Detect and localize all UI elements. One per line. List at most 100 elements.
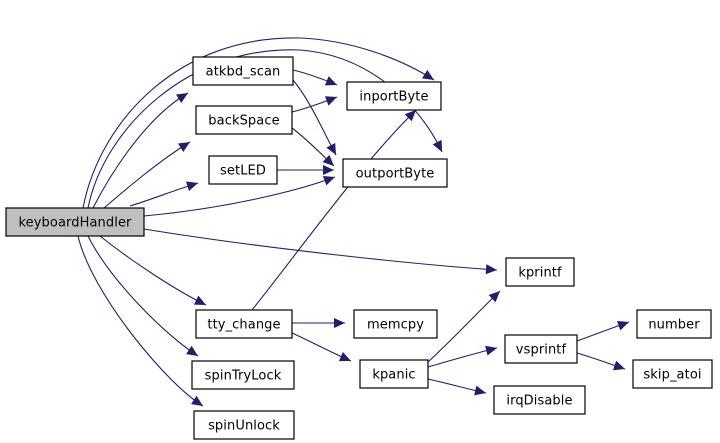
edge-keyboardHandler-to-kprintf bbox=[143, 228, 498, 275]
edge-vsprintf-to-number bbox=[576, 320, 630, 342]
arrow-head-icon bbox=[193, 295, 206, 305]
edge-keyboardHandler-to-setLED bbox=[129, 181, 199, 207]
node-label: spinUnlock bbox=[208, 419, 280, 434]
node-box[interactable] bbox=[208, 155, 278, 185]
node-setLED[interactable]: setLED bbox=[208, 155, 278, 185]
arrow-head-icon bbox=[488, 291, 500, 303]
arrow-head-icon bbox=[323, 165, 334, 175]
edge-backSpace-to-outportByte bbox=[291, 127, 335, 167]
edge-vsprintf-to-skip_atoi bbox=[576, 352, 626, 371]
arrow-head-icon bbox=[334, 318, 345, 328]
edge-tty_change-to-kpanic bbox=[291, 332, 352, 362]
node-label: memcpy bbox=[367, 318, 424, 333]
node-vsprintf[interactable]: vsprintf bbox=[504, 334, 578, 364]
arrow-head-icon bbox=[474, 385, 486, 396]
node-spinTryLock[interactable]: spinTryLock bbox=[191, 360, 295, 390]
arrow-head-icon bbox=[485, 264, 497, 275]
node-box[interactable] bbox=[353, 309, 438, 339]
edge-kpanic-to-vsprintf bbox=[427, 345, 498, 368]
arrow-head-icon bbox=[322, 154, 334, 166]
edge-setLED-to-outportByte bbox=[277, 165, 334, 175]
edge-line bbox=[103, 141, 191, 209]
arrow-head-icon bbox=[324, 96, 337, 106]
edge-keyboardHandler-to-spinUnlock bbox=[77, 235, 204, 407]
arrow-head-icon bbox=[338, 352, 351, 362]
arrow-head-icon bbox=[485, 345, 497, 356]
node-spinUnlock[interactable]: spinUnlock bbox=[193, 410, 295, 440]
node-label: tty_change bbox=[207, 318, 280, 333]
edge-line bbox=[143, 176, 336, 217]
node-box[interactable] bbox=[195, 105, 293, 135]
arrow-head-icon bbox=[612, 360, 625, 371]
arrow-head-icon bbox=[186, 345, 198, 356]
node-box[interactable] bbox=[5, 207, 145, 237]
arrow-head-icon bbox=[322, 176, 335, 186]
node-label: kprintf bbox=[518, 266, 562, 281]
edge-keyboardHandler-to-backSpace bbox=[103, 141, 191, 209]
edge-keyboardHandler-to-inportByte bbox=[82, 37, 435, 209]
arrow-head-icon bbox=[186, 181, 198, 192]
node-box[interactable] bbox=[346, 81, 442, 111]
edge-line bbox=[87, 235, 199, 357]
node-outportByte[interactable]: outportByte bbox=[342, 158, 448, 188]
edge-line bbox=[82, 37, 435, 209]
edge-keyboardHandler-to-tty_change bbox=[99, 235, 207, 306]
node-label: number bbox=[648, 318, 700, 333]
edge-keyboardHandler-to-outportByte bbox=[143, 176, 336, 217]
nodes-layer: keyboardHandler atkbd_scan backSpace setLED… bbox=[5, 56, 713, 440]
arrow-head-icon bbox=[176, 93, 188, 104]
node-label: skip_atoi bbox=[643, 368, 701, 383]
node-kpanic[interactable]: kpanic bbox=[359, 359, 429, 389]
node-keyboardHandler[interactable]: keyboardHandler bbox=[5, 207, 145, 237]
node-irqDisable[interactable]: irqDisable bbox=[493, 385, 586, 415]
node-box[interactable] bbox=[636, 309, 712, 339]
arrow-head-icon bbox=[191, 395, 203, 406]
arrow-head-icon bbox=[324, 76, 337, 86]
edge-backSpace-to-inportByte bbox=[291, 96, 338, 113]
node-label: spinTryLock bbox=[205, 369, 282, 384]
arrow-head-icon bbox=[432, 139, 442, 152]
edge-tty_change-to-inportByte bbox=[251, 109, 417, 311]
node-number[interactable]: number bbox=[636, 309, 712, 339]
node-box[interactable] bbox=[632, 359, 713, 389]
node-inportByte[interactable]: inportByte bbox=[346, 81, 442, 111]
node-box[interactable] bbox=[505, 257, 575, 287]
node-box[interactable] bbox=[359, 359, 429, 389]
node-box[interactable] bbox=[342, 158, 448, 188]
node-label: inportByte bbox=[359, 90, 428, 105]
edge-atkbd_scan-to-outportByte bbox=[292, 79, 337, 156]
node-label: backSpace bbox=[208, 114, 279, 129]
edge-line bbox=[251, 109, 417, 311]
edge-tty_change-to-memcpy bbox=[292, 318, 345, 328]
edge-kpanic-to-kprintf bbox=[427, 290, 501, 363]
arrow-head-icon bbox=[616, 320, 629, 331]
node-label: atkbd_scan bbox=[206, 65, 281, 80]
node-label: outportByte bbox=[356, 167, 435, 182]
node-label: keyboardHandler bbox=[19, 216, 133, 231]
node-box[interactable] bbox=[192, 56, 294, 86]
arrow-head-icon bbox=[404, 110, 416, 122]
node-tty_change[interactable]: tty_change bbox=[195, 309, 293, 339]
node-box[interactable] bbox=[504, 334, 578, 364]
node-memcpy[interactable]: memcpy bbox=[353, 309, 438, 339]
edge-keyboardHandler-to-atkbd_scan bbox=[92, 92, 189, 209]
edge-keyboardHandler-to-spinTryLock bbox=[87, 235, 199, 357]
node-label: irqDisable bbox=[506, 394, 572, 409]
node-box[interactable] bbox=[195, 309, 293, 339]
edge-atkbd_scan-to-inportByte bbox=[292, 69, 338, 86]
node-box[interactable] bbox=[493, 385, 586, 415]
node-skip_atoi[interactable]: skip_atoi bbox=[632, 359, 713, 389]
node-box[interactable] bbox=[193, 410, 295, 440]
arrow-head-icon bbox=[178, 142, 190, 153]
node-box[interactable] bbox=[191, 360, 295, 390]
node-kprintf[interactable]: kprintf bbox=[505, 257, 575, 287]
node-backSpace[interactable]: backSpace bbox=[195, 105, 293, 135]
arrow-head-icon bbox=[326, 142, 336, 155]
edge-line bbox=[77, 235, 204, 407]
arrow-head-icon bbox=[422, 69, 434, 80]
node-atkbd_scan[interactable]: atkbd_scan bbox=[192, 56, 294, 86]
edge-line bbox=[99, 235, 207, 306]
edge-line bbox=[143, 228, 498, 271]
